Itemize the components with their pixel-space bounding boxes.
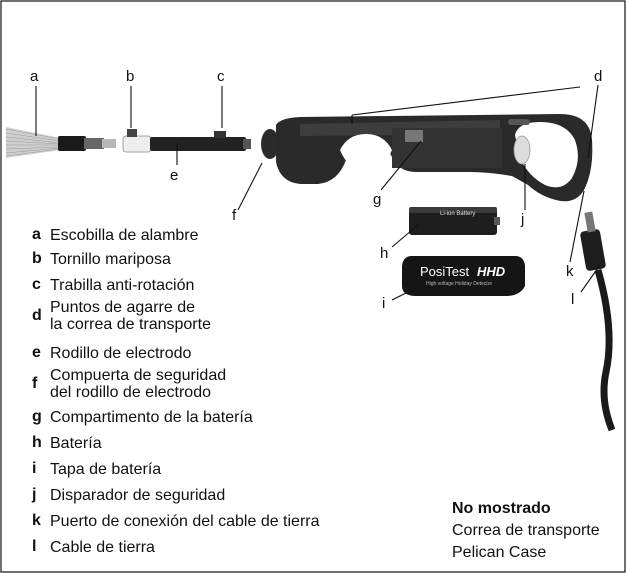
legend-item: i Tapa de batería	[32, 460, 161, 478]
legend-item: c Trabilla anti-rotación	[32, 276, 194, 294]
legend-text: Batería	[50, 434, 102, 452]
battery-cover: PosiTest HHD High voltage Holiday Detect…	[402, 256, 525, 296]
legend-item: a Escobilla de alambre	[32, 226, 199, 244]
legend-text: Rodillo de electrodo	[50, 344, 192, 362]
legend-item: k Puerto de conexión del cable de tierra	[32, 512, 320, 530]
callout-h: h	[380, 245, 389, 262]
legend-text: Puntos de agarre de la correa de transpo…	[50, 299, 211, 333]
callout-c: c	[217, 68, 225, 85]
not-shown-list: No mostrado Correa de transporte Pelican…	[452, 498, 600, 564]
wire-brush	[5, 127, 116, 158]
legend-text: Compuerta de seguridad del rodillo de el…	[50, 367, 227, 401]
thumb-screw	[127, 129, 137, 137]
legend-text: Compartimento de la batería	[50, 408, 253, 426]
legend-key: g	[32, 408, 42, 425]
legend-key: j	[32, 486, 37, 503]
legend-key: b	[32, 250, 42, 267]
callout-k: k	[566, 263, 574, 280]
callout-a: a	[30, 68, 39, 85]
legend-key: l	[32, 538, 37, 555]
legend-text: Tornillo mariposa	[50, 250, 171, 268]
cover-subtitle: High voltage Holiday Detector	[426, 281, 492, 287]
cover-model: HHD	[477, 264, 506, 279]
ground-cable	[580, 211, 616, 432]
callout-j: j	[521, 211, 525, 228]
not-shown-heading: No mostrado	[452, 500, 551, 517]
legend-item: f Compuerta de seguridad del rodillo de …	[32, 367, 226, 401]
legend-item: h Batería	[32, 434, 102, 452]
leader-lines	[35, 84, 601, 301]
legend-item: b Tornillo mariposa	[32, 250, 171, 268]
callout-g: g	[373, 191, 382, 208]
legend-key: e	[32, 344, 41, 361]
legend-text: Disparador de seguridad	[50, 486, 226, 504]
legend-key: k	[32, 512, 41, 529]
callout-l: l	[571, 291, 575, 308]
legend-item: j Disparador de seguridad	[32, 486, 225, 504]
not-shown-item: Correa de transporte	[452, 522, 600, 539]
legend-item: l Cable de tierra	[32, 538, 155, 556]
electrode-roller	[122, 129, 251, 153]
callout-i: i	[382, 295, 386, 312]
roller-safety-gate	[261, 129, 279, 159]
legend-text: Trabilla anti-rotación	[50, 276, 195, 294]
callout-e: e	[170, 167, 179, 184]
legend-key: f	[32, 375, 38, 392]
legend-item: g Compartimento de la batería	[32, 408, 253, 426]
legend-item: d Puntos de agarre de la correa de trans…	[32, 299, 211, 333]
legend-key: h	[32, 434, 42, 451]
legend-text: Tapa de batería	[50, 460, 162, 478]
cover-brand: PosiTest	[420, 264, 470, 279]
legend-key: a	[32, 226, 41, 243]
legend-item: e Rodillo de electrodo	[32, 344, 191, 362]
battery: Li-ion Battery	[409, 207, 500, 235]
legend-key: c	[32, 276, 41, 293]
not-shown-item: Pelican Case	[452, 544, 547, 561]
legend-text: Escobilla de alambre	[50, 226, 199, 244]
detector-handle	[261, 114, 593, 202]
legend-text: Puerto de conexión del cable de tierra	[50, 512, 320, 530]
legend-key: d	[32, 307, 42, 324]
safety-trigger	[513, 135, 531, 165]
callout-b: b	[126, 68, 135, 85]
callout-f: f	[232, 207, 237, 224]
callout-d: d	[594, 68, 603, 85]
legend-key: i	[32, 460, 37, 477]
legend-text: Cable de tierra	[50, 538, 155, 556]
anti-rotation-tab	[214, 131, 226, 138]
battery-label: Li-ion Battery	[440, 211, 475, 217]
